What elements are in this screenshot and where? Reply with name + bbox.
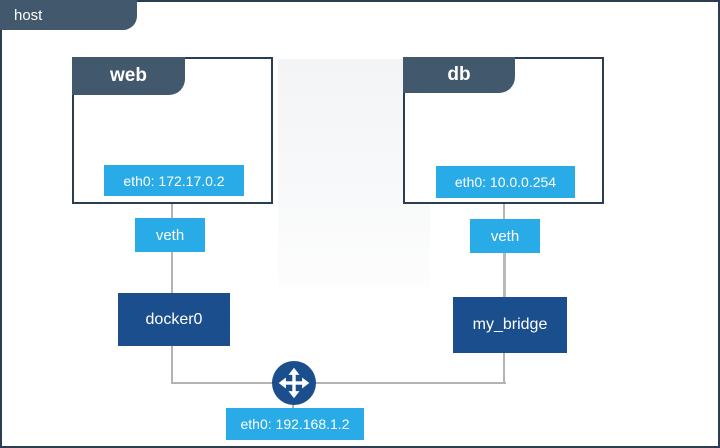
link-db-to-veth [503,204,505,219]
host-label: host [14,6,43,24]
docker0-bridge-node: docker0 [118,293,230,346]
db-veth-badge: veth [470,219,540,253]
web-label-tab: web [72,57,185,95]
web-eth-badge: eth0: 172.17.0.2 [104,165,244,196]
host-eth-badge: eth0: 192.168.1.2 [226,408,364,440]
router-icon [272,361,316,405]
web-label: web [110,65,147,86]
link-veth-to-docker0 [171,252,173,293]
web-veth-badge: veth [135,218,205,252]
db-eth-badge: eth0: 10.0.0.254 [436,166,575,198]
link-docker0-to-rail [171,346,173,384]
link-web-to-veth [171,204,173,218]
four-way-arrow-icon [278,367,310,399]
my-bridge-node: my_bridge [453,297,567,353]
host-label-tab: host [0,0,137,30]
db-label-tab: db [403,57,515,93]
link-mybridge-to-rail [503,353,505,384]
db-label: db [447,64,471,85]
link-horizontal-rail [171,382,506,384]
link-veth-to-mybridge [503,253,506,297]
